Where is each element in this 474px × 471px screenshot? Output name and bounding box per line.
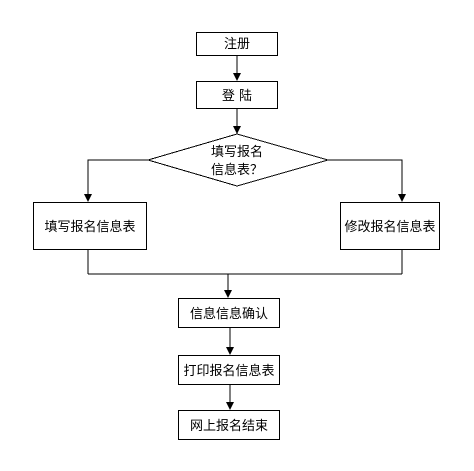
node-register-label: 注册	[224, 37, 250, 52]
edge-decision-to-modify	[328, 159, 406, 202]
node-confirm: 信息信息确认	[178, 298, 280, 328]
node-finish: 网上报名结束	[178, 410, 280, 440]
node-finish-label: 网上报名结束	[190, 418, 268, 434]
edge-decision-to-fill	[84, 159, 148, 202]
node-confirm-label: 信息信息确认	[190, 306, 268, 322]
node-login-label: 登 陆	[222, 88, 252, 104]
decision-node: 填写报名 信息表？	[146, 133, 330, 187]
node-modify-form: 修改报名信息表	[340, 202, 440, 250]
node-print: 打印报名信息表	[178, 355, 280, 385]
decision-label-line2: 信息表？	[211, 162, 263, 178]
node-login: 登 陆	[196, 81, 278, 109]
node-fill-form: 填写报名信息表	[33, 202, 147, 250]
decision-label-line1: 填写报名	[211, 144, 263, 160]
node-print-label: 打印报名信息表	[183, 363, 274, 379]
node-fill-form-label: 填写报名信息表	[44, 219, 135, 235]
node-modify-form-label: 修改报名信息表	[344, 219, 435, 235]
node-register: 注册	[196, 32, 278, 56]
